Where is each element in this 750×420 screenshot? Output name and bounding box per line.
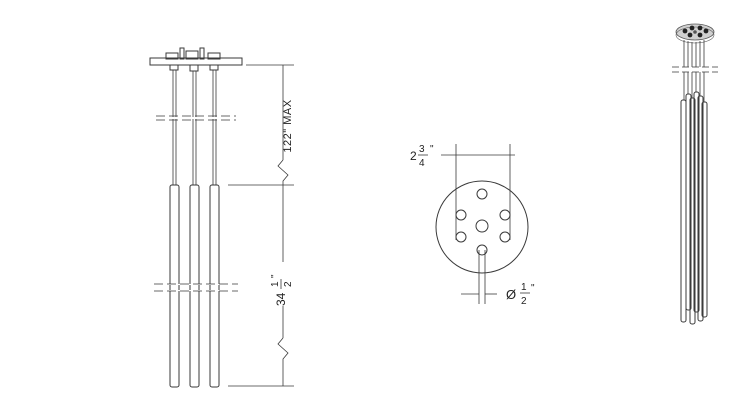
length-label-denominator: 2 [283,281,294,287]
render-canopy [675,23,715,44]
width-label-whole: 2 [410,149,417,163]
length-label-whole: 34 [274,292,288,306]
height-dimension-label: 122" MAX [282,99,294,152]
perspective-render [672,23,718,325]
width-dimension [441,144,515,240]
diameter-label-inch-mark: " [531,283,535,294]
overall-height-dimension [228,64,294,387]
canopy-plate [149,47,243,72]
tube-break-lines [152,283,240,292]
cable-break-lines [150,115,240,121]
diameter-label-denominator: 2 [521,296,527,307]
plan-view: 2 3 4 " Ø 1 2 " [410,144,535,307]
side-elevation-view: 122" MAX 34 1 2 " [149,47,294,388]
diameter-label-numerator: 1 [521,282,527,293]
width-label-inch-mark: " [430,144,434,155]
pendant-holes [455,188,511,256]
diameter-symbol: Ø [506,287,516,302]
width-label-numerator: 3 [419,144,425,155]
render-tubes [680,91,708,325]
render-cable-break [672,66,718,73]
length-label-inch-mark: " [270,274,281,278]
length-dimension-label: 34 1 2 " [270,274,294,306]
width-label-denominator: 4 [419,158,425,169]
diameter-dimension [461,250,497,304]
width-dimension-label: 2 3 4 " [410,144,434,169]
suspension-cables [172,70,217,185]
canopy-circle [435,180,529,274]
length-label-numerator: 1 [270,281,281,287]
diameter-label: Ø 1 2 " [506,282,535,307]
